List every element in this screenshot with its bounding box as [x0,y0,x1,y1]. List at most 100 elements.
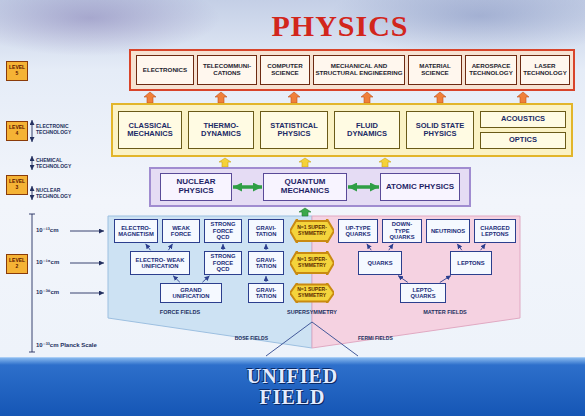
technology-box: MATERIAL SCIENCE [408,55,462,85]
connector [266,244,267,250]
field-box: NEUTRINOS [426,219,470,243]
discipline-box: STATISTICAL PHYSICS [260,111,328,149]
level-marker: LEVEL 5 [6,61,28,81]
discipline-box: THERMO- DYNAMICS [188,111,254,149]
level-panel [112,104,572,156]
node-text: CHARGED LEPTONS [477,225,514,238]
discipline-box: FLUID DYNAMICS [334,111,400,149]
node-text: STRONG FORCE QCD [207,253,240,272]
field-box: ELECTRO- MAGNETISM [114,219,158,243]
node-text: ATOMIC PHYSICS [384,183,456,192]
field-box: STRONG FORCE QCD [204,219,242,243]
technology-box: ELECTRONICS [136,55,194,85]
region-label: MATTER FIELDS [410,309,480,315]
region-label: FORCE FIELDS [150,309,210,315]
node-text: UNIFIED FIELD [228,366,358,408]
field-box: ELECTRO- WEAK UNIFICATION [130,251,190,275]
field-lines [266,322,358,356]
theory-box: ATOMIC PHYSICS [380,173,460,201]
connector [202,276,209,283]
node-text: GRAND UNIFICATION [163,287,220,300]
node-text: STATISTICAL PHYSICS [264,122,324,139]
node-text: OPTICS [484,136,562,144]
scale-label: 10⁻³⁰cm [36,289,68,296]
theory-box: NUCLEAR PHYSICS [160,173,232,201]
technology-box: LASER TECHNOLOGY [520,55,570,85]
connector [440,276,451,283]
up-arrow [299,208,311,216]
technology-box: MECHANICAL AND STRUCTURAL ENGINEERING [313,55,405,85]
up-arrows [219,158,391,167]
node-text: NUCLEAR PHYSICS [164,178,228,196]
connector [223,244,224,250]
force-region [108,216,312,348]
connector [173,276,180,283]
node-text: QUARKS [361,260,400,266]
double-arrow-outline [290,283,334,303]
technology-box: COMPUTER SCIENCE [260,55,310,85]
node-text: LEVEL 3 [9,179,25,190]
connector [266,276,267,282]
node-text: MECHANICAL AND STRUCTURAL ENGINEERING [315,63,403,77]
field-box: DOWN- TYPE QUARKS [382,219,422,243]
scale-arrows [29,120,104,352]
node-text: SOLID STATE PHYSICS [410,122,470,139]
node-text: ELECTRONICS [138,67,192,74]
node-text: LEVEL 5 [9,65,25,76]
side-label: NUCLEAR TECHNOLOGY [36,188,80,199]
node-text: THERMO- DYNAMICS [192,122,250,139]
node-text: FLUID DYNAMICS [338,122,396,139]
field-box: CHARGED LEPTONS [474,219,516,243]
field-box: GRAVI- TATION [248,283,284,303]
connector [481,244,486,250]
connector [168,244,172,250]
node-text: GRAVI- TATION [251,287,282,300]
connector [457,244,462,250]
supersymmetry-arrow: N=1 SUPER- SYMMETRY [290,219,334,243]
scale-label: 10⁻³³cm Planck Scale [36,342,116,349]
scale-label: 10⁻¹³cm [36,227,68,234]
matter-region [312,216,520,348]
node-text: STRONG FORCE QCD [207,221,240,240]
supersymmetry-arrow: N=1 SUPER- SYMMETRY [290,251,334,275]
level-marker: LEVEL 2 [6,254,28,274]
connector [348,185,379,189]
node-text: MATERIAL SCIENCE [410,63,460,77]
connector [398,276,408,283]
discipline-box: ACOUSTICS [480,111,566,128]
discipline-box: OPTICS [480,132,566,149]
node-text: ACOUSTICS [484,115,562,123]
theory-box: QUANTUM MECHANICS [263,173,347,201]
field-label: BOSE FIELDS [218,336,268,342]
connector [146,244,151,250]
up-arrows [144,92,529,103]
field-box: WEAK FORCE [162,219,200,243]
field-box: STRONG FORCE QCD [204,251,242,275]
field-label: FERMI FIELDS [358,336,408,342]
node-text: LASER TECHNOLOGY [522,63,568,77]
side-label: CHEMICAL TECHNOLOGY [36,158,80,169]
node-text: QUANTUM MECHANICS [267,178,343,196]
field-box: LEPTONS [450,251,492,275]
node-text: WEAK FORCE [165,225,198,238]
scale-label: 10⁻¹⁶cm [36,259,68,266]
node-text: N=1 SUPER- SYMMETRY [297,287,327,298]
field-box: GRAND UNIFICATION [160,283,222,303]
discipline-box: SOLID STATE PHYSICS [406,111,474,149]
connector [389,244,393,250]
node-text: GRAVI- TATION [251,225,282,238]
region-label: SUPERSYMMETRY [272,309,352,315]
node-text: AEROSPACE TECHNOLOGY [467,63,515,77]
field-box: QUARKS [358,251,402,275]
double-arrow-outline [290,251,334,275]
technology-box: AEROSPACE TECHNOLOGY [465,55,517,85]
connector [367,244,371,250]
level-panel [150,168,470,206]
node-text: LEPTO- QUARKS [403,287,444,300]
node-text: UP-TYPE QUARKS [341,225,376,238]
node-text: LEPTONS [453,260,490,266]
node-text: N=1 SUPER- SYMMETRY [297,225,327,236]
discipline-box: CLASSICAL MECHANICS [118,111,182,149]
unified-field-band: UNIFIED FIELD [0,357,585,416]
field-box: LEPTO- QUARKS [400,283,446,303]
